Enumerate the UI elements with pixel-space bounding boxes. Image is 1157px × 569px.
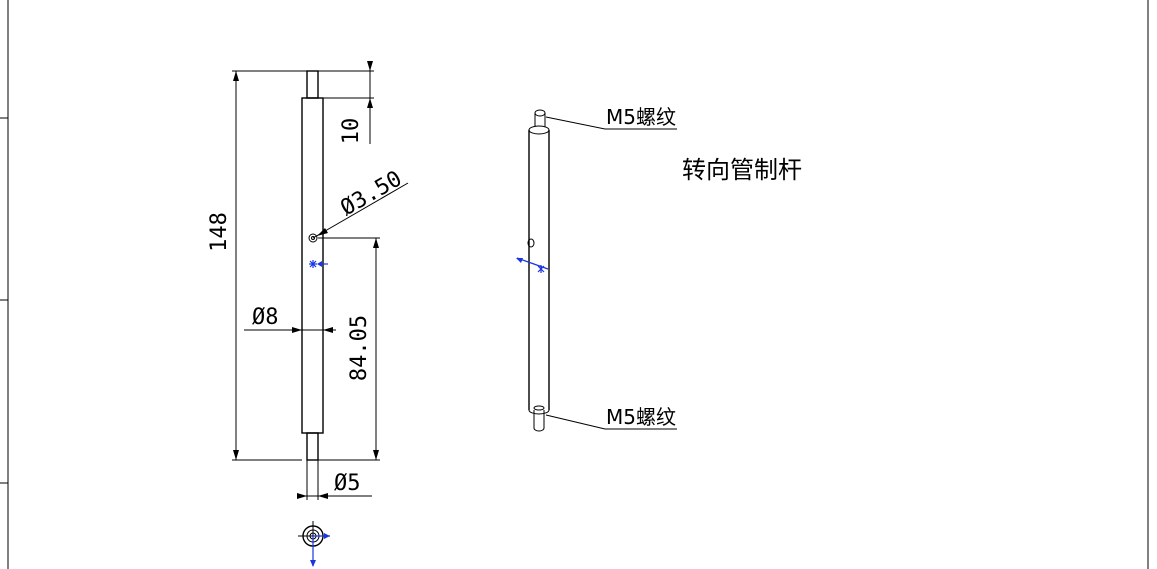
thread-callout-bottom-label: M5螺纹 (606, 405, 676, 429)
dimension-hole-position: 84.05 (318, 237, 380, 461)
dimension-body-diameter-label: Ø8 (252, 305, 279, 330)
dimension-end-diameter: Ø5 (297, 460, 372, 500)
section-marker-icon (309, 260, 328, 268)
end-view (298, 521, 330, 567)
dimension-hole-diameter: Ø3.50 (312, 166, 409, 239)
dimension-total-length-label: 148 (207, 212, 232, 252)
dimension-end-diameter-label: Ø5 (334, 471, 361, 496)
iso-view-shaft (516, 109, 550, 432)
dimension-hole-position-label: 84.05 (347, 315, 372, 381)
thread-callout-bottom: M5螺纹 (545, 405, 677, 430)
dimension-end-length-label: 10 (339, 118, 364, 145)
iso-marker-icon (516, 257, 549, 273)
dimension-end-length: 10 (318, 61, 374, 144)
front-view-shaft (301, 70, 328, 461)
view-direction-arrow-icon (310, 533, 330, 567)
thread-callout-top-label: M5螺纹 (606, 105, 676, 129)
part-title: 转向管制杆 (682, 156, 802, 184)
thread-callout-top: M5螺纹 (545, 105, 677, 130)
dimension-total-length: 148 (207, 70, 307, 461)
dimension-hole-diameter-label: Ø3.50 (337, 166, 407, 221)
dimension-body-diameter: Ø8 (244, 305, 336, 333)
